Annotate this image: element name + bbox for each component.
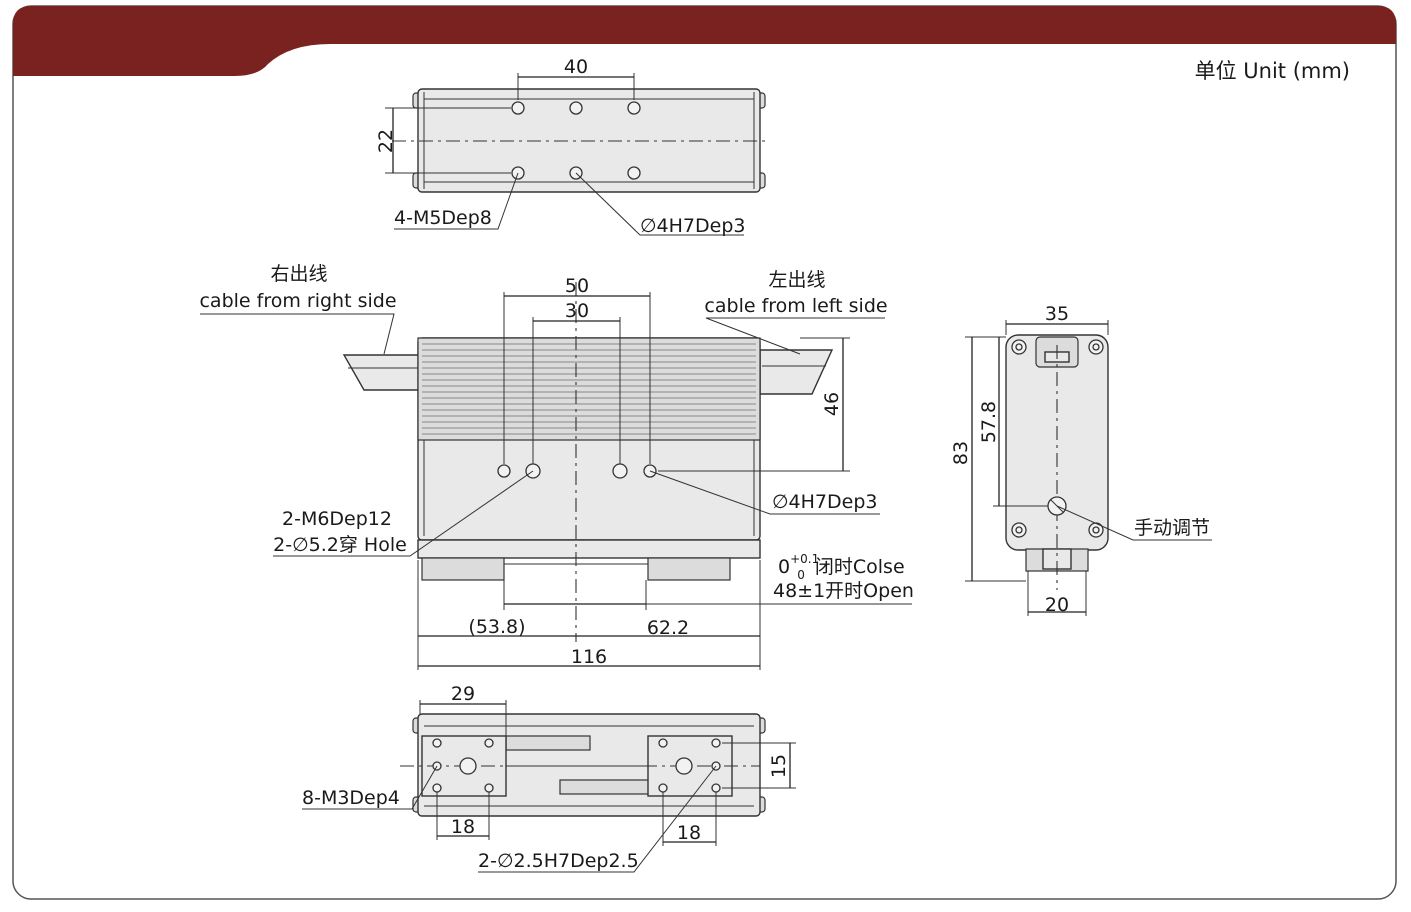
bottom-view: 29 15 18 18 8-M3Dep4 2-∅2.5H7Dep2.5 <box>302 683 796 873</box>
thread-hole <box>627 166 641 180</box>
callout-front-pin: ∅4H7Dep3 <box>772 491 877 513</box>
dim-left-jaw: 18 <box>451 816 475 838</box>
dim-right-offset: 62.2 <box>647 617 689 639</box>
callout-bottom-pins: 2-∅2.5H7Dep2.5 <box>478 850 639 872</box>
callout-front-through-hole: 2-∅5.2穿 Hole <box>273 534 407 556</box>
cooling-ribs <box>422 343 756 435</box>
thread-hole <box>627 101 641 115</box>
jaw-right <box>647 557 731 581</box>
dim-side-width: 35 <box>1045 303 1069 325</box>
dim-hole-spacing: 40 <box>564 56 588 78</box>
callout-bottom-threads: 8-M3Dep4 <box>302 787 400 809</box>
cable-left-cn: 左出线 <box>768 269 825 291</box>
dim-total-length: 116 <box>571 646 607 668</box>
dim-row-spacing: 22 <box>375 129 397 153</box>
top-view: 40 22 4-M5Dep8 ∅4H7Dep3 <box>375 56 768 237</box>
dim-bottom-pitch: 15 <box>768 754 790 778</box>
dim-left-offset: (53.8) <box>468 616 525 638</box>
jaw-left <box>421 557 505 581</box>
dim-inner-holes: 30 <box>565 300 589 322</box>
dim-outer-holes: 50 <box>565 275 589 297</box>
header-banner <box>13 6 1396 76</box>
cable-right-en: cable from right side <box>199 290 396 312</box>
callout-front-thread: 2-M6Dep12 <box>282 508 392 530</box>
thread-hole <box>511 101 525 115</box>
pin-hole <box>569 101 583 115</box>
dim-side-total-height: 83 <box>950 441 972 465</box>
dim-bottom-offset: 29 <box>451 683 475 705</box>
cable-right-cn: 右出线 <box>270 263 327 285</box>
dim-side-base: 20 <box>1045 594 1069 616</box>
front-view: 50 30 46 右出线 cable from right side 左出线 c… <box>199 263 914 670</box>
callout-top-pin: ∅4H7Dep3 <box>640 215 745 237</box>
dim-knob-height: 57.8 <box>978 401 1000 443</box>
cable-left-en: cable from left side <box>704 295 887 317</box>
side-view: 35 83 57.8 20 手动调节 <box>950 303 1212 616</box>
dim-right-jaw: 18 <box>677 822 701 844</box>
callout-manual-adjust: 手动调节 <box>1134 517 1210 539</box>
unit-label: 单位 Unit (mm) <box>1195 59 1350 83</box>
callout-top-threads: 4-M5Dep8 <box>394 207 492 229</box>
stroke-open: 48±1开时Open <box>773 580 914 602</box>
dim-front-height: 46 <box>821 392 843 416</box>
